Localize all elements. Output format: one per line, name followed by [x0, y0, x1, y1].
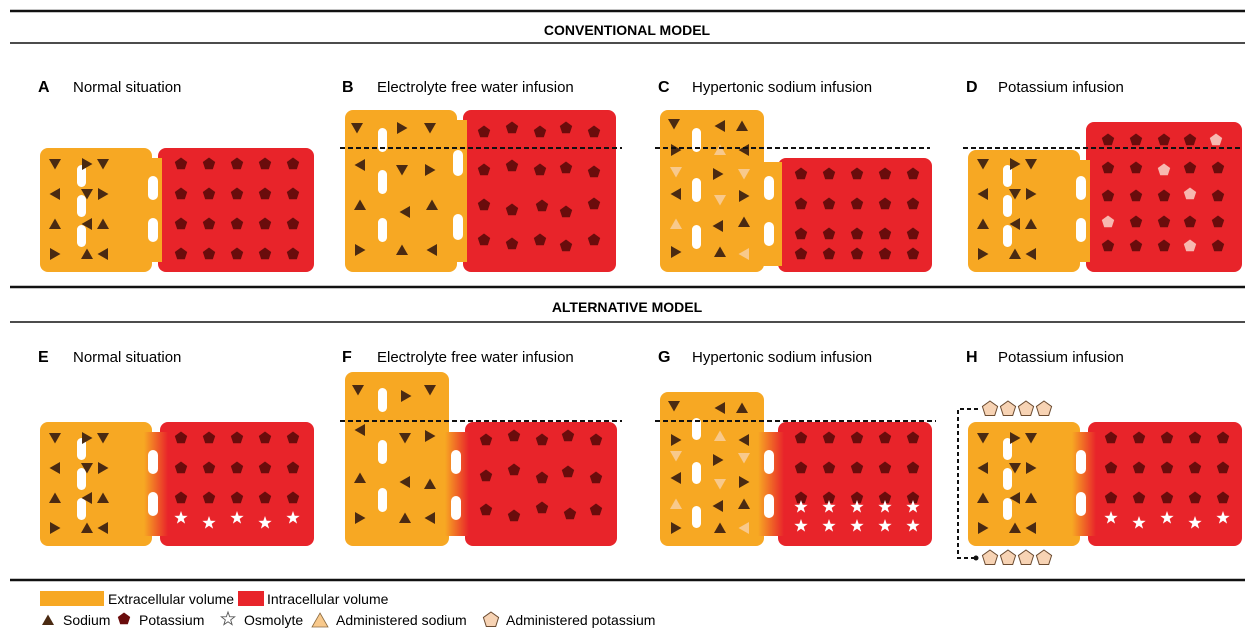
panel-letter: H [966, 349, 978, 366]
legend-admin-sodium-label: Administered sodium [336, 612, 467, 628]
panel-title: Electrolyte free water infusion [377, 349, 574, 366]
panel-f-diagram [340, 372, 622, 546]
panel-title: Electrolyte free water infusion [377, 79, 574, 96]
administered-sodium-icon [311, 612, 329, 628]
legend-admin-potassium-label: Administered potassium [506, 612, 655, 628]
panel-letter: C [658, 79, 670, 96]
legend: Extracellular volume Intracellular volum… [40, 591, 655, 628]
panel-c-diagram [655, 110, 932, 272]
panel-a-diagram [40, 148, 314, 272]
panel-letter: E [38, 349, 49, 366]
extracellular-volume [40, 148, 152, 272]
potassium-icon [117, 612, 131, 625]
panel-g-diagram [655, 392, 936, 546]
legend-extracellular-label: Extracellular volume [108, 591, 234, 607]
panel-letter: G [658, 349, 670, 366]
panel-title: Hypertonic sodium infusion [692, 79, 872, 96]
panel-title: Potassium infusion [998, 79, 1124, 96]
panel-e-diagram [40, 422, 314, 546]
panel-b-diagram [340, 110, 622, 272]
osmolyte-icon [220, 611, 236, 626]
transfer-dashed-path [957, 408, 978, 559]
panel-title: Hypertonic sodium infusion [692, 349, 872, 366]
panel-letter: D [966, 79, 978, 96]
legend-potassium-label: Potassium [139, 612, 204, 628]
panel-letter: B [342, 79, 354, 96]
panel-title: Potassium infusion [998, 349, 1124, 366]
section-title-alternative: ALTERNATIVE MODEL [552, 299, 703, 315]
sodium-icon [42, 614, 54, 625]
legend-intracellular-label: Intracellular volume [267, 591, 389, 607]
legend-extracellular-swatch [40, 591, 104, 606]
legend-sodium-label: Sodium [63, 612, 110, 628]
administered-potassium-icon [482, 611, 500, 627]
intracellular-volume [158, 148, 314, 272]
section-title-conventional: CONVENTIONAL MODEL [544, 22, 711, 38]
panel-letter: F [342, 349, 352, 366]
panel-h-diagram [957, 400, 1242, 565]
legend-osmolyte-label: Osmolyte [244, 612, 303, 628]
legend-intracellular-swatch [238, 591, 264, 606]
panel-d-diagram [963, 122, 1242, 272]
panel-title: Normal situation [73, 349, 181, 366]
panel-title: Normal situation [73, 79, 181, 96]
panel-letter: A [38, 79, 50, 96]
